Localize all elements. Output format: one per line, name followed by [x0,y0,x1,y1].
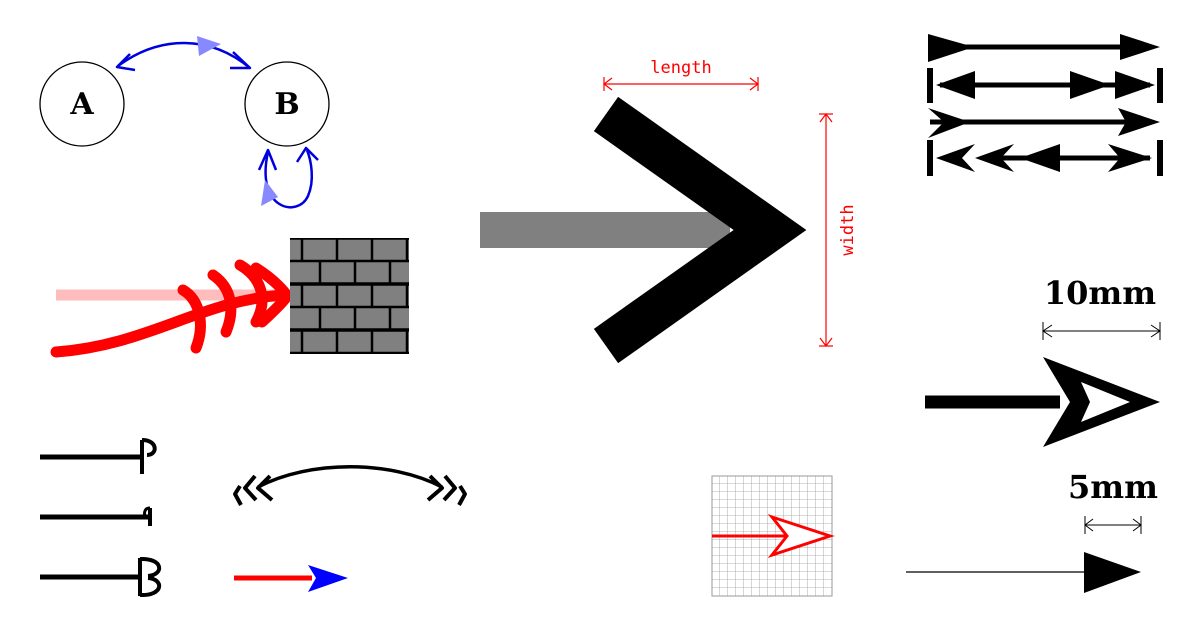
curved-double-arrow [233,465,467,506]
arrow-row-2 [927,68,1163,103]
ten-mm-label: 10mm [1044,274,1156,312]
light-blue-tip [197,36,221,56]
width-label: width [838,204,858,255]
grid-sample [711,475,835,597]
bent-arrow-a-to-b [115,36,252,72]
light-blue-tip-2 [261,180,278,206]
filled-arrow-5mm [906,552,1141,593]
arrow-row-1 [928,34,1160,62]
red-blue-arrow [234,565,348,592]
node-b: B [244,61,330,147]
arrow-row-3 [928,108,1160,138]
length-dimension: length [603,58,759,91]
width-dimension: width [819,113,858,347]
node-a: A [39,61,125,147]
bar-arrow-1 [40,438,157,474]
node-b-label: B [274,87,299,122]
loop-arrow-b [257,146,319,209]
ten-mm-dimension: 10mm [1042,274,1161,340]
big-chevron-tip [593,96,807,364]
red-curved-arrow [50,259,293,358]
node-a-label: A [69,87,94,122]
five-mm-dimension: 5mm [1068,468,1158,534]
brick-wall [290,238,409,354]
arrow-row-4 [927,140,1163,176]
gray-shaft [480,212,730,248]
length-label: length [650,58,711,78]
five-mm-label: 5mm [1068,468,1158,506]
bar-arrow-3 [40,556,161,598]
open-arrow-10mm [925,357,1160,447]
bar-arrow-2 [40,506,152,526]
